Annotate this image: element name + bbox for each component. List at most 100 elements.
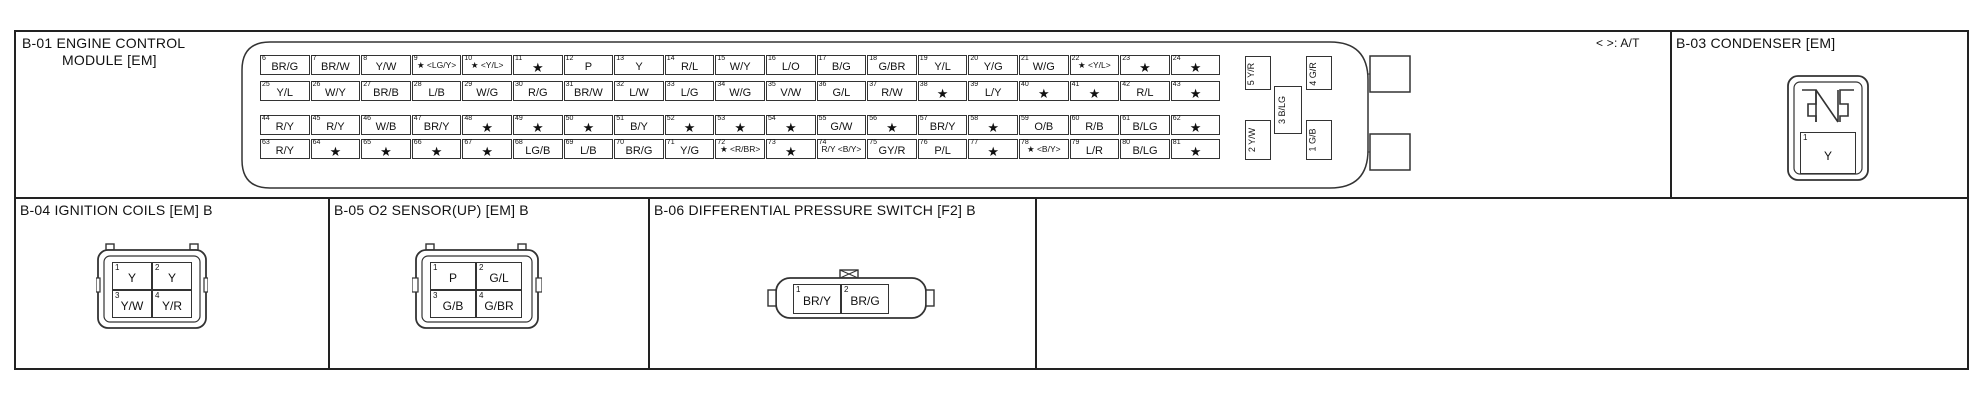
ecm-pin-color: ★ <box>1139 60 1151 75</box>
ecm-pin-number: 73 <box>768 139 776 146</box>
ecm-pin-color: L/B <box>428 87 445 99</box>
ecm-pin-number: 30 <box>515 81 523 88</box>
ecm-pin-color: R/B <box>1085 121 1104 133</box>
ecm-pin-number: 70 <box>616 139 624 146</box>
ecm-pin-number: 71 <box>666 139 675 146</box>
ecm-pin-color: ★ <box>380 144 392 159</box>
b05-pin-number: 4 <box>479 291 484 300</box>
ecm-pin-color: ★ <box>936 86 949 101</box>
ecm-pin-number: 67 <box>464 139 473 146</box>
ecm-pin-color: ★ <box>430 144 443 159</box>
ecm-pin-number: 68 <box>515 139 523 146</box>
b06-pin-color: BR/Y <box>802 294 831 308</box>
b04-pin-color: Y/R <box>161 299 182 313</box>
ecm-pin-number: 57 <box>919 115 928 122</box>
ecm-pin-number: 60 <box>1071 115 1080 122</box>
ecm-pin-color: G/BR <box>878 61 906 73</box>
ecm-pin-number: 21 <box>1021 55 1029 62</box>
ecm-pin-number: 8 <box>363 55 368 62</box>
ecm-pin-number: 52 <box>666 115 675 122</box>
ecm-pin-24: 24★ <box>1170 55 1221 75</box>
ecm-pin-22: 22★ <Y/L> <box>1069 55 1120 75</box>
ecm-pin-color: G/L <box>832 87 851 99</box>
ecm-pin-number: 9 <box>413 55 418 62</box>
ecm-pin-color: ★ <box>582 120 595 135</box>
ecm-pin-number: 75 <box>869 139 877 146</box>
ecm-pin-color: ★ <box>1088 86 1101 101</box>
ecm-pin-number: 35 <box>768 81 776 88</box>
ecm-pin-50: 50★ <box>563 115 614 135</box>
ecm-pin-49: 49★ <box>513 115 563 135</box>
ecm-pin-color: BR/G <box>271 61 299 73</box>
ecm-pin-number: 72 <box>717 139 726 146</box>
b01-title-line2: MODULE [EM] <box>62 52 157 68</box>
ecm-pin-color: ★ <box>683 120 696 135</box>
ecm-pin-color: W/B <box>375 121 397 133</box>
ecm-pin-number: 61 <box>1122 115 1130 122</box>
ecm-pin-color: L/O <box>781 61 800 73</box>
ecm-pin-color: Y/G <box>983 61 1003 73</box>
b01-title-line1: B-01 ENGINE CONTROL <box>22 35 186 51</box>
ecm-pin-number: 65 <box>363 139 371 146</box>
ecm-side-pin-5: 5 Y/R <box>1245 56 1271 90</box>
ecm-pin-number: 13 <box>616 55 624 62</box>
ecm-pin-number: 27 <box>363 81 371 88</box>
ecm-pin-78: 78★ <B/Y> <box>1019 139 1069 159</box>
divider-b06-empty <box>1035 197 1037 370</box>
ecm-pin-10: 10★ <Y/L> <box>462 55 512 75</box>
ecm-pin-64: 64★ <box>310 139 361 159</box>
b04-pin-number: 3 <box>115 291 120 300</box>
b05-title: B-05 O2 SENSOR(UP) [EM] B <box>334 202 529 218</box>
ecm-pin-number: 81 <box>1172 139 1181 146</box>
ecm-pin-color: ★ <box>784 120 797 135</box>
ecm-pin-67: 67★ <box>462 139 512 159</box>
b04-pin-color: Y <box>127 271 136 285</box>
ecm-pin-number: 77 <box>970 139 979 146</box>
ecm-pin-color: ★ <box>531 120 544 135</box>
ecm-pin-40: 40★ <box>1019 81 1069 101</box>
ecm-pin-color: BR/G <box>625 145 653 157</box>
ecm-pin-color: R/G <box>528 87 548 99</box>
ecm-pin-color: L/B <box>580 145 597 157</box>
ecm-pin-number: 80 <box>1122 139 1130 146</box>
ecm-pin-41: 41★ <box>1069 81 1120 101</box>
divider-b04-b05 <box>328 197 330 370</box>
ecm-pin-color: L/Y <box>984 87 1002 99</box>
ecm-pin-number: 16 <box>768 55 776 62</box>
ecm-side-pin-3: 3 B/LG <box>1274 86 1302 134</box>
ecm-pin-color: ★ <LG/Y> <box>416 60 457 70</box>
ecm-pin-color: BR/Y <box>929 121 956 133</box>
ecm-pin-number: 19 <box>919 55 928 62</box>
ecm-pin-color: L/G <box>680 87 699 99</box>
ecm-pin-number: 37 <box>869 81 877 88</box>
ecm-pin-number: 58 <box>970 115 979 122</box>
ecm-pin-color: ★ <box>1037 86 1050 101</box>
